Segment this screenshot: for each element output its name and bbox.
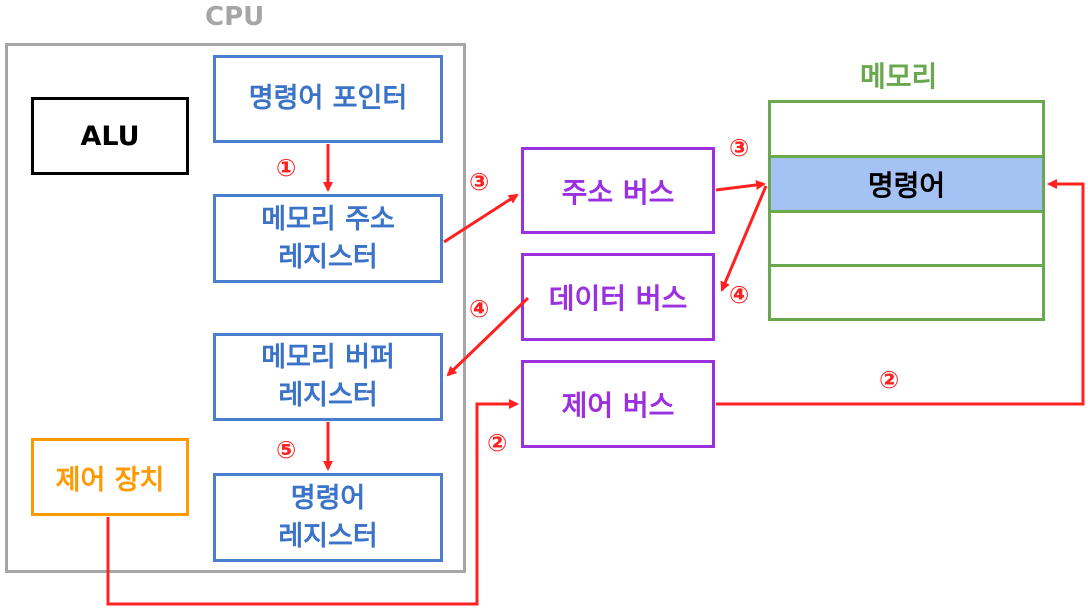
memory-address-register-box: 메모리 주소 레지스터 bbox=[213, 194, 443, 283]
arrow-step-3-b bbox=[715, 180, 766, 192]
memory-cell-instruction: 명령어 bbox=[771, 158, 1042, 210]
memory-buffer-register-box: 메모리 버퍼 레지스터 bbox=[213, 333, 443, 421]
address-bus-box: 주소 버스 bbox=[521, 147, 715, 234]
arrow-step-2-a bbox=[106, 399, 519, 606]
memory-cell-divider-2 bbox=[768, 210, 1045, 213]
memory-cell-divider-1 bbox=[768, 155, 1045, 158]
arrow-step-4-a bbox=[720, 185, 768, 292]
memory-cell-instruction-label: 명령어 bbox=[867, 169, 946, 202]
step-4-marker-right: ④ bbox=[729, 281, 750, 309]
instruction-register-label-line1: 명령어 bbox=[290, 482, 366, 514]
alu-label: ALU bbox=[80, 120, 140, 152]
instruction-register-box: 명령어 레지스터 bbox=[213, 473, 443, 562]
cpu-title: CPU bbox=[205, 2, 265, 32]
arrow-step-3-a bbox=[443, 193, 519, 244]
arrow-step-4-b bbox=[446, 296, 530, 377]
memory-cell-divider-3 bbox=[768, 264, 1045, 267]
step-2-marker-right: ② bbox=[879, 366, 900, 394]
alu-box: ALU bbox=[31, 97, 189, 175]
control-bus-label: 제어 버스 bbox=[561, 389, 675, 422]
control-unit-label: 제어 장치 bbox=[55, 464, 165, 496]
step-3-marker-left: ③ bbox=[469, 168, 490, 196]
arrow-step-2-b bbox=[716, 179, 1085, 406]
step-4-marker-left: ④ bbox=[469, 295, 490, 323]
step-3-marker-right: ③ bbox=[729, 134, 750, 162]
data-bus-box: 데이터 버스 bbox=[521, 253, 715, 341]
control-unit-box: 제어 장치 bbox=[31, 438, 189, 516]
cpu-container bbox=[5, 43, 466, 573]
memory-address-register-label-line1: 메모리 주소 bbox=[261, 203, 395, 235]
step-5-marker: ⑤ bbox=[276, 436, 297, 464]
step-2-marker-left: ② bbox=[487, 429, 508, 457]
memory-title: 메모리 bbox=[860, 60, 938, 93]
memory-buffer-register-label-line2: 레지스터 bbox=[278, 380, 378, 411]
step-1-marker: ① bbox=[276, 154, 297, 182]
instruction-pointer-label: 명령어 포인터 bbox=[248, 83, 408, 114]
control-bus-box: 제어 버스 bbox=[521, 360, 715, 448]
memory-buffer-register-label-line1: 메모리 버퍼 bbox=[261, 342, 395, 373]
instruction-register-label-line2: 레지스터 bbox=[278, 520, 378, 552]
memory-address-register-label-line2: 레지스터 bbox=[278, 241, 378, 273]
address-bus-label: 주소 버스 bbox=[561, 175, 675, 209]
instruction-pointer-box: 명령어 포인터 bbox=[213, 55, 443, 143]
data-bus-label: 데이터 버스 bbox=[548, 282, 688, 315]
